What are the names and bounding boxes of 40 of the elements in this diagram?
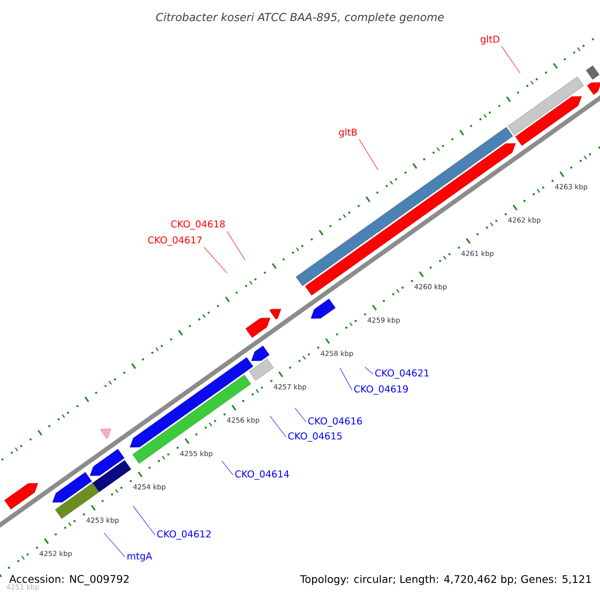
accession-text: Accession: NC_009792 (9, 574, 129, 586)
leader-line (501, 46, 520, 74)
gene-marker (100, 428, 112, 439)
gene-label: mtgA (128, 552, 152, 562)
gene-label: CKO_04614 (235, 470, 289, 480)
gene-block (4, 483, 38, 510)
gene-block (251, 346, 270, 361)
gene-label: CKO_04616 (308, 417, 362, 427)
gene-block (246, 318, 270, 338)
gene-label: gltB (339, 128, 357, 138)
gene-block (587, 82, 600, 95)
leader-line (204, 247, 228, 274)
gene-bar (508, 76, 584, 136)
leader-line (364, 366, 374, 374)
gene-bar (55, 482, 100, 519)
leader-line (340, 368, 352, 390)
leader-line (226, 231, 246, 260)
gene-block (310, 298, 336, 319)
gene-block (52, 472, 92, 502)
leader-line (222, 460, 234, 476)
gene-block (90, 448, 124, 476)
gene-label: gltD (480, 35, 500, 45)
title: Citrobacter koseri ATCC BAA-895, complete genome (156, 12, 444, 24)
gene-label: CKO_04618 (171, 220, 225, 230)
leader-line (294, 408, 306, 422)
leader-line (104, 532, 126, 558)
gene-bar (92, 460, 132, 492)
leader-line (358, 139, 378, 170)
gene-block (269, 308, 282, 320)
gene-label: CKO_04621 (375, 369, 429, 379)
gene-bar (586, 66, 600, 80)
gene-block (515, 96, 582, 146)
summary-text: Topology: circular; Length: 4,720,462 bp; Genes: 5,121 (300, 574, 591, 586)
leader-line (270, 416, 286, 438)
gene-label: CKO_04619 (354, 385, 408, 395)
leader-line (132, 506, 156, 536)
gene-label: CKO_04612 (157, 530, 211, 540)
gene-bar (249, 358, 274, 381)
gene-label: CKO_04615 (288, 432, 342, 442)
gene-label: CKO_04617 (148, 236, 202, 246)
